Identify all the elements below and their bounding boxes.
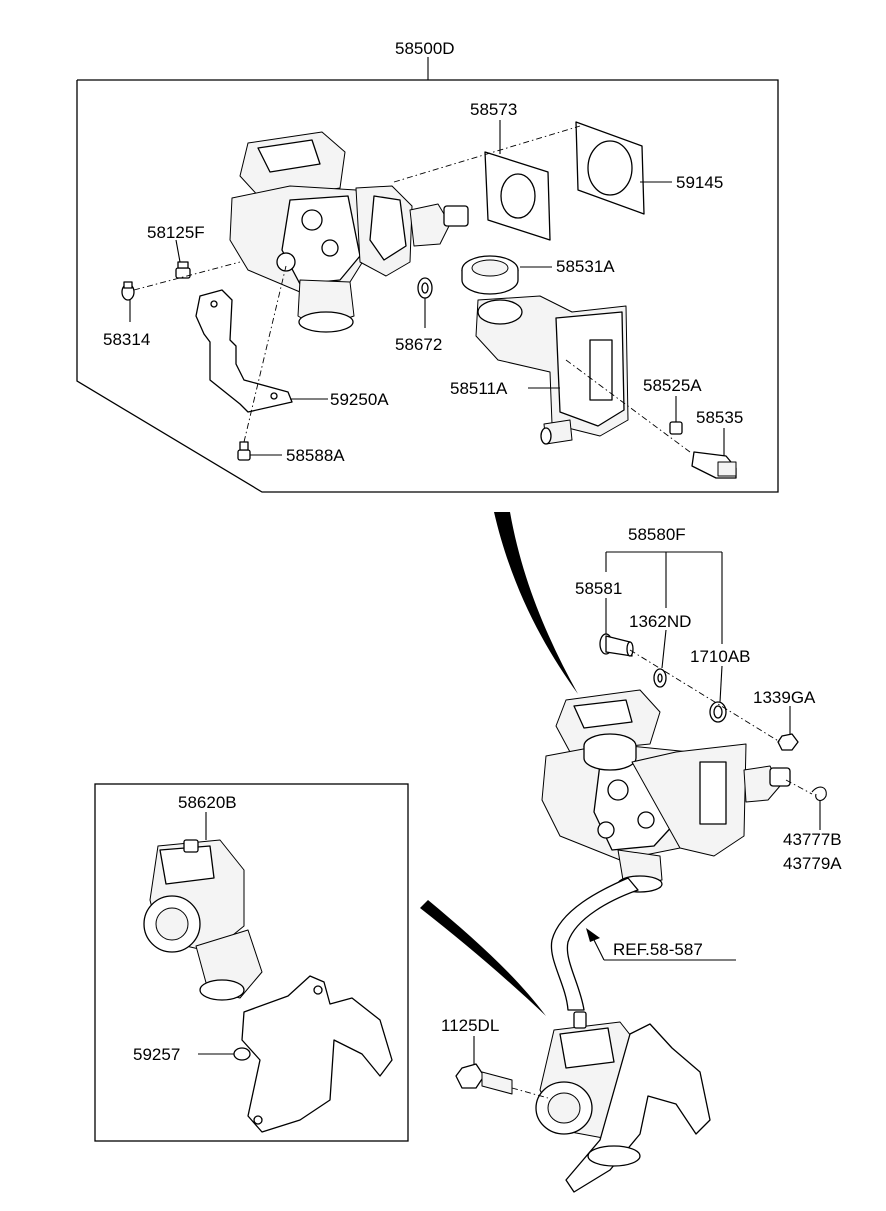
label-gasket-outer: 59145	[676, 173, 723, 192]
leaders-kit	[605, 551, 821, 830]
bleeder-bolt-illustration	[175, 261, 191, 279]
gasket-outer-illustration	[575, 121, 645, 215]
assembled-unit-illustration	[541, 689, 791, 893]
cap-58314-illustration	[121, 281, 135, 301]
leaders-top	[129, 120, 725, 456]
pump-bracket-illustration	[198, 975, 393, 1133]
label-gasket-inner: 58573	[470, 100, 517, 119]
label-assembly: 58500D	[395, 39, 455, 58]
label-kit-bolt: 58581	[575, 579, 622, 598]
label-reservoir: 58511A	[450, 379, 508, 398]
pin-illustration	[669, 421, 683, 435]
reservoir-cap-illustration	[461, 255, 519, 295]
label-reservoir-cap: 58531A	[556, 257, 615, 276]
kit-bolt-illustration	[599, 633, 634, 657]
label-nut: 1339GA	[753, 688, 816, 707]
label-sensor: 58535	[696, 408, 743, 427]
label-clip-a: 43777B	[783, 830, 842, 849]
label-pump-assy: 58620B	[178, 793, 237, 812]
label-seal: 58672	[395, 335, 442, 354]
sensor-illustration	[691, 451, 737, 479]
label-kit: 58580F	[628, 525, 686, 544]
label-cap: 58314	[103, 330, 150, 349]
label-bleeder-bolt: 58125F	[147, 223, 205, 242]
label-pump-bracket: 59257	[133, 1045, 180, 1064]
seal-illustration	[417, 277, 433, 299]
label-bracket: 59250A	[330, 390, 389, 409]
label-hose-ref: REF.58-587	[613, 940, 703, 959]
label-clip-b: 43779A	[783, 854, 842, 873]
assembly-box	[76, 57, 779, 493]
label-mount-bolt: 1125DL	[441, 1016, 499, 1035]
arrow-lower	[420, 900, 546, 1016]
screw-illustration	[237, 441, 251, 461]
bracket-illustration	[195, 289, 293, 413]
reservoir-illustration	[475, 295, 629, 445]
label-kit-washer: 1362ND	[629, 612, 691, 631]
label-screw: 58588A	[286, 446, 345, 465]
mount-bolt-illustration	[455, 1036, 513, 1095]
arrow-upper	[494, 512, 578, 694]
kit-oring-illustration	[709, 701, 727, 723]
pump-assy-illustration	[143, 812, 263, 1001]
hose-illustration	[550, 877, 639, 1011]
clip-illustration	[811, 786, 827, 802]
label-kit-oring: 1710AB	[690, 647, 751, 666]
pump-mounted-illustration	[535, 1011, 711, 1193]
label-pin: 58525A	[643, 376, 702, 395]
nut-illustration	[777, 733, 799, 751]
pump-inset-box	[94, 783, 409, 1142]
master-cylinder-illustration	[229, 131, 469, 333]
kit-washer-illustration	[653, 668, 667, 688]
gasket-inner-illustration	[484, 151, 551, 241]
